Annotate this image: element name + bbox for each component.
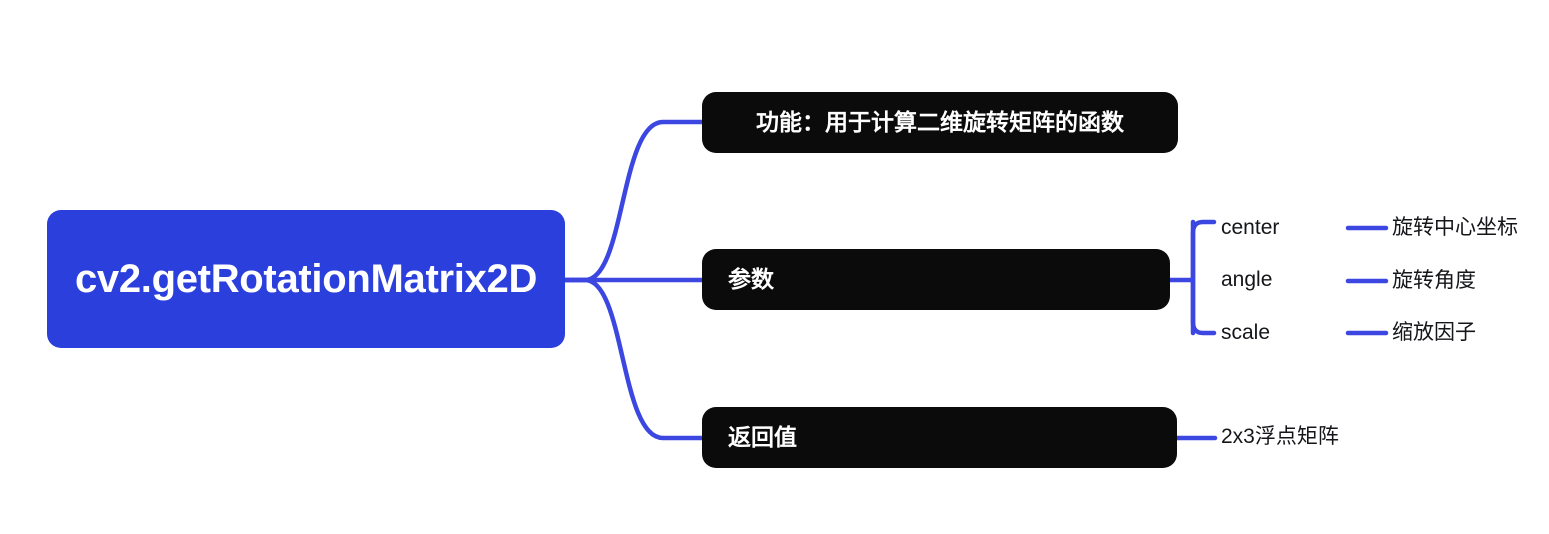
branch-node-function[interactable]: 功能：用于计算二维旋转矩阵的函数 — [702, 92, 1178, 153]
branch-node-return[interactable]: 返回值 — [702, 407, 1177, 468]
brace-params — [1190, 219, 1217, 336]
param-name-scale[interactable]: scale — [1221, 321, 1271, 344]
branch-node-params[interactable]: 参数 — [702, 249, 1170, 310]
param-name-center[interactable]: center — [1221, 216, 1280, 239]
param-description-scale[interactable]: 缩放因子 — [1392, 321, 1476, 344]
param-description-center[interactable]: 旋转中心坐标 — [1392, 216, 1518, 239]
root-node[interactable]: cv2.getRotationMatrix2D — [47, 210, 565, 348]
connector-root-to-function — [562, 119, 705, 283]
return-value-leaf[interactable]: 2x3浮点矩阵 — [1221, 425, 1339, 448]
root-node-label: cv2.getRotationMatrix2D — [74, 256, 538, 301]
branch-node-function-label: 功能：用于计算二维旋转矩阵的函数 — [756, 108, 1124, 135]
param-description-angle[interactable]: 旋转角度 — [1392, 269, 1476, 292]
branch-node-return-label: 返回值 — [728, 423, 797, 450]
param-name-angle[interactable]: angle — [1221, 268, 1273, 291]
branch-node-params-label: 参数 — [728, 265, 774, 292]
connector-root-to-return — [562, 277, 705, 441]
